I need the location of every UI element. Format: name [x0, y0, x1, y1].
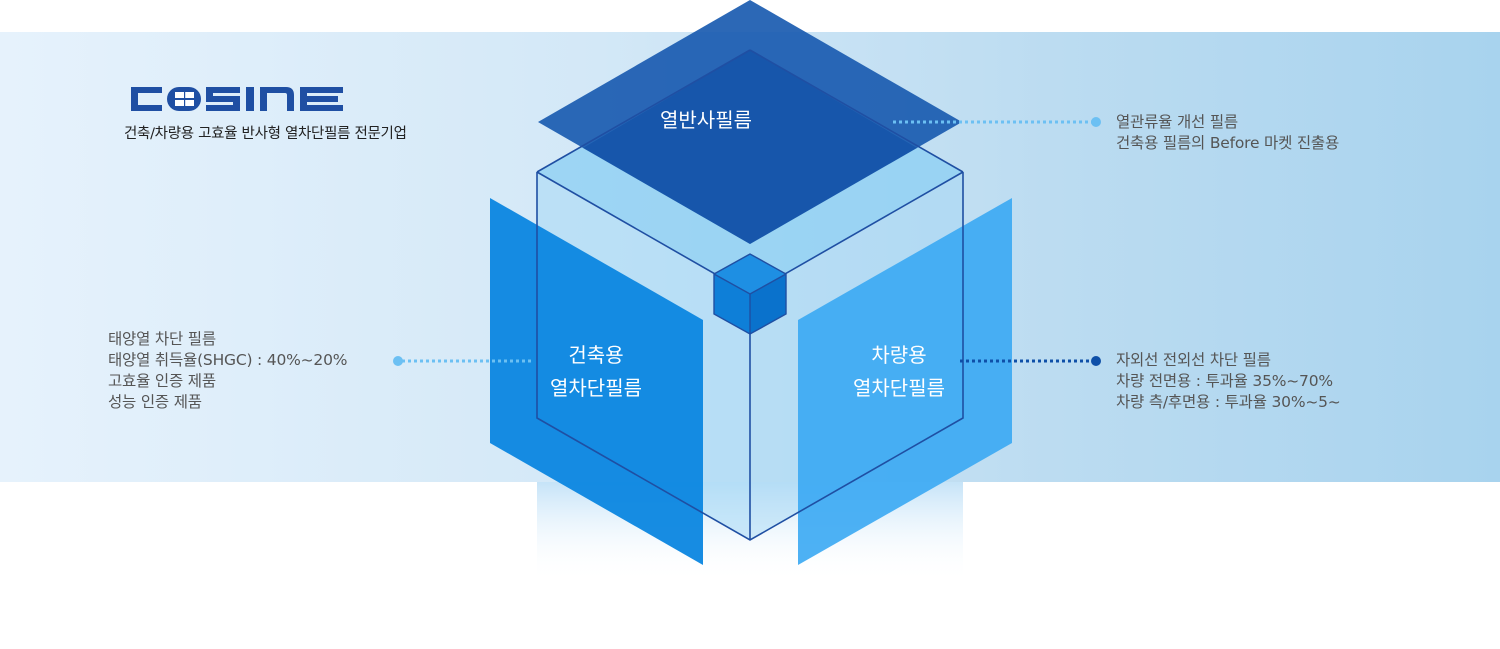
desc-line: 고효율 인증 제품	[108, 372, 216, 390]
desc-line: 차량 측/후면용 : 투과율 30%~5~	[1116, 393, 1341, 411]
top-connector-dot	[1091, 117, 1101, 127]
right-panel-line-1: 차량용	[871, 343, 927, 367]
desc-line: 자외선 전외선 차단 필름	[1116, 351, 1271, 369]
left-film-panel	[490, 198, 703, 565]
cosine-logo	[131, 87, 343, 111]
top-right-description: 열관류율 개선 필름 건축용 필름의 Before 마켓 진출용	[1116, 112, 1339, 154]
left-connector-dot	[393, 356, 403, 366]
desc-line: 열관류율 개선 필름	[1116, 113, 1238, 131]
left-panel-label: 건축용 열차단필름	[526, 339, 666, 405]
right-panel-label: 차량용 열차단필름	[829, 339, 969, 405]
left-panel-line-1: 건축용	[568, 343, 624, 367]
desc-line: 건축용 필름의 Before 마켓 진출용	[1116, 134, 1340, 152]
right-panel-line-2: 열차단필름	[853, 376, 945, 400]
left-panel-line-2: 열차단필름	[550, 376, 642, 400]
desc-line: 성능 인증 제품	[108, 393, 202, 411]
desc-line: 태양열 취득율(SHGC) : 40%~20%	[108, 351, 348, 369]
desc-line: 차량 전면용 : 투과율 35%~70%	[1116, 372, 1333, 390]
right-connector-dot	[1091, 356, 1101, 366]
right-description: 자외선 전외선 차단 필름 차량 전면용 : 투과율 35%~70% 차량 측/…	[1116, 350, 1341, 413]
left-description: 태양열 차단 필름 태양열 취득율(SHGC) : 40%~20% 고효율 인증…	[108, 329, 347, 413]
desc-line: 태양열 차단 필름	[108, 330, 216, 348]
top-panel-label: 열반사필름	[660, 104, 752, 137]
right-film-panel	[798, 198, 1012, 565]
top-panel-title: 열반사필름	[660, 108, 752, 132]
company-tagline: 건축/차량용 고효율 반사형 열차단필름 전문기업	[124, 126, 407, 142]
top-film-panel-inner	[583, 50, 917, 244]
